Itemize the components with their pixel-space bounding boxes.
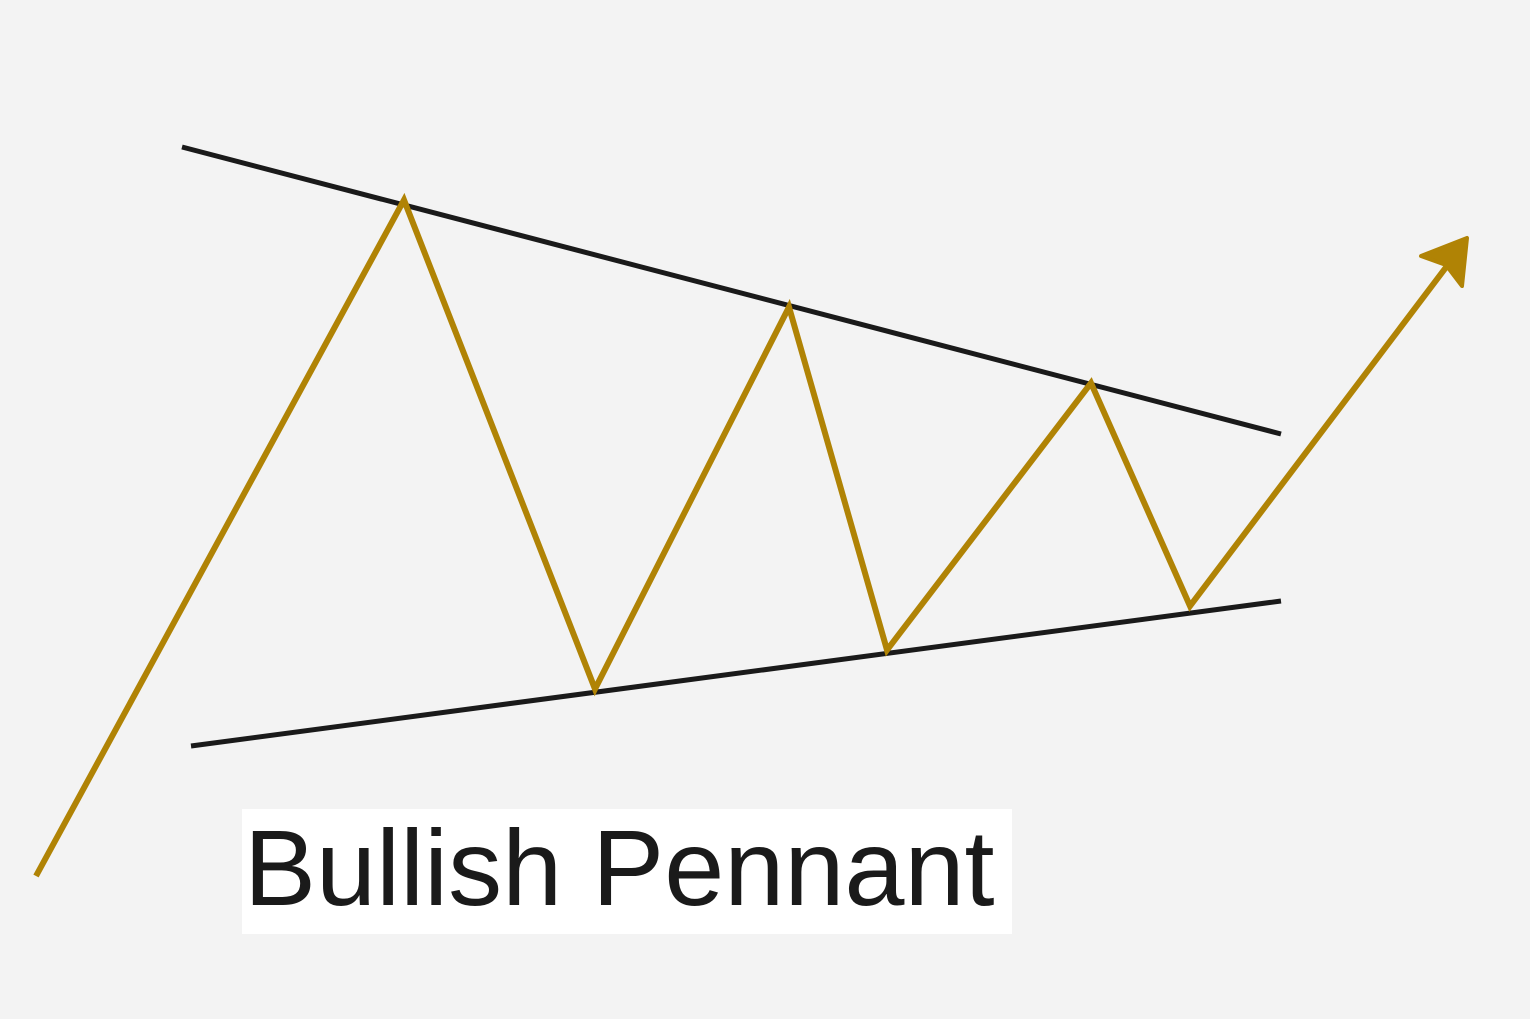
label-box: Bullish Pennant <box>242 807 1012 934</box>
arrowhead-up-right-icon <box>1419 236 1469 288</box>
diagram-title: Bullish Pennant <box>244 807 995 928</box>
price-path <box>33 192 1453 878</box>
lower-trendline <box>190 598 1282 749</box>
upper-trendline <box>181 144 1282 437</box>
